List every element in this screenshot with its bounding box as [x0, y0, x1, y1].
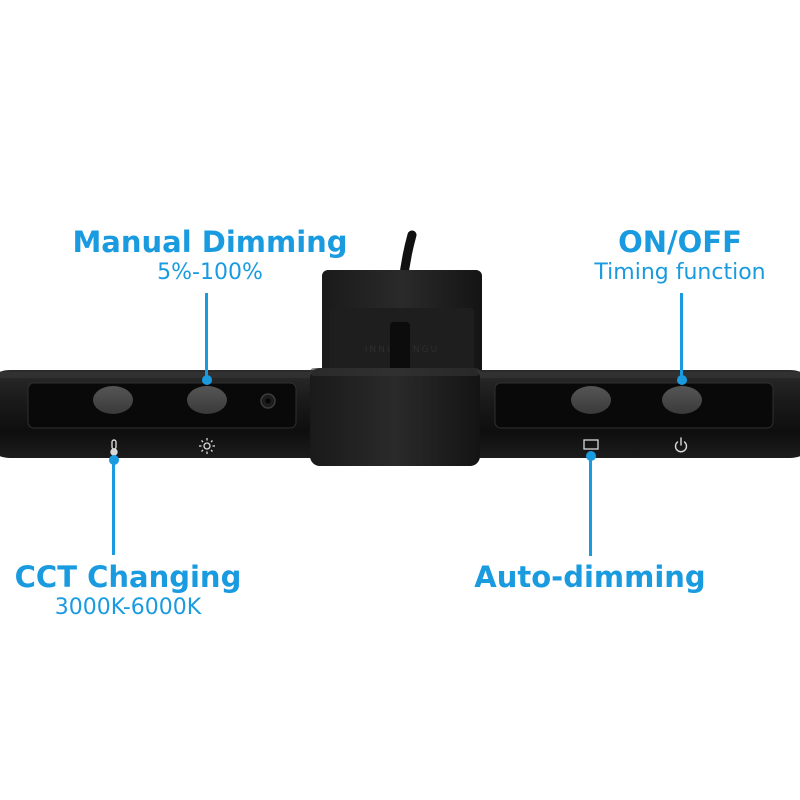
on-off-callout-line — [680, 293, 683, 381]
on-off-callout-dot — [676, 375, 687, 385]
cct-callout-dot — [108, 455, 119, 465]
manual-dimming-button[interactable] — [187, 386, 227, 414]
auto-dimming-label: Auto-dimming — [460, 560, 720, 594]
auto-dimming-callout-line — [589, 456, 592, 556]
manual-dimming-subtitle: 5%-100% — [157, 260, 263, 285]
usb-plug — [390, 322, 410, 372]
sun-icon — [199, 438, 215, 454]
rectangle-icon — [583, 439, 599, 450]
light-sensor-icon — [260, 393, 276, 409]
manual-dimming-title: Manual Dimming — [72, 225, 348, 259]
on-off-title: ON/OFF — [618, 225, 742, 259]
on-off-label: ON/OFF Timing function — [560, 225, 800, 287]
cct-changing-label: CCT Changing 3000K-6000K — [0, 560, 256, 622]
cct-changing-title: CCT Changing — [14, 560, 242, 594]
auto-dimming-title: Auto-dimming — [474, 560, 706, 594]
cct-changing-subtitle: 3000K-6000K — [54, 595, 202, 620]
manual-dimming-callout-line — [205, 293, 208, 381]
manual-dimming-callout-dot — [201, 375, 212, 385]
central-clamp — [310, 368, 480, 466]
cct-callout-line — [112, 460, 115, 555]
right-control-panel — [494, 382, 774, 429]
left-control-panel — [27, 382, 297, 429]
power-icon — [674, 437, 688, 453]
power-button[interactable] — [662, 386, 702, 414]
manual-dimming-label: Manual Dimming 5%-100% — [55, 225, 365, 287]
auto-dimming-button[interactable] — [571, 386, 611, 414]
cct-button[interactable] — [93, 386, 133, 414]
auto-dimming-callout-dot — [585, 451, 596, 461]
on-off-subtitle: Timing function — [594, 260, 766, 285]
